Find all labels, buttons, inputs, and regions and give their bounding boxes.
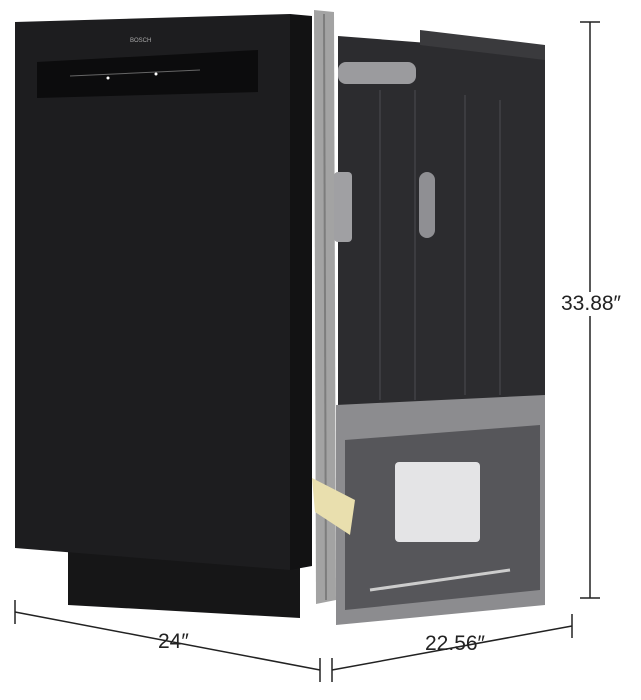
pump-unit <box>395 462 480 542</box>
brand-logo: BOSCH <box>130 38 151 44</box>
depth-dimension-label: 22.56″ <box>425 632 485 655</box>
width-dimension-label: 24″ <box>158 630 189 653</box>
tub-back <box>420 30 545 60</box>
foam-insulation <box>312 478 355 535</box>
spray-arm-hub <box>419 172 435 238</box>
door-side-edge <box>290 14 312 570</box>
upper-rack-handle <box>338 62 416 84</box>
rack-clip <box>334 172 352 242</box>
front-door <box>15 14 290 570</box>
height-dimension-label: 33.88″ <box>561 292 621 316</box>
tub-interior <box>338 36 545 432</box>
control-panel <box>37 50 258 98</box>
